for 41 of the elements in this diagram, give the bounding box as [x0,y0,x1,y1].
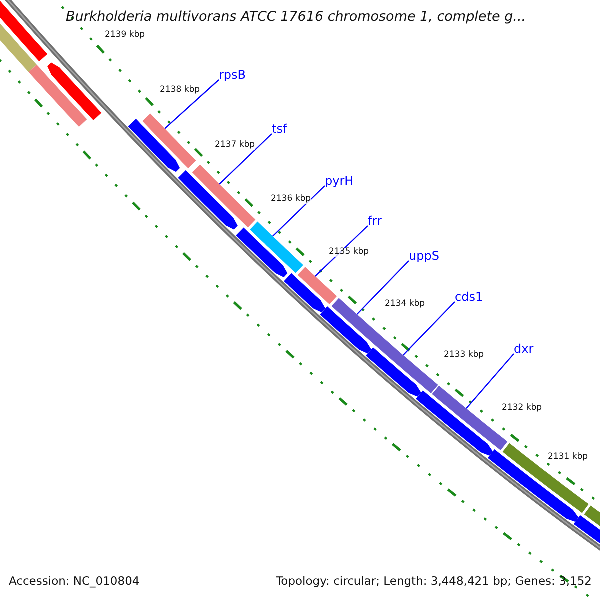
tick-label: 2139 kbp [105,31,146,40]
leader-line [272,186,326,237]
gene-label: pyrH [325,175,354,187]
pointed-gene-bar [48,62,102,120]
tick-label: 2136 kbp [271,195,312,204]
pointed-gene-bar [128,119,180,172]
pointed-gene-bar [284,273,326,313]
tick-label: 2132 kbp [502,404,542,412]
leader-line [402,302,456,356]
gene-feature-bar [298,267,338,304]
gene-label: frr [368,215,382,227]
gene-feature-bar [28,64,88,127]
pointed-gene-bar [236,228,288,278]
tick-label: 2131 kbp [548,453,588,462]
leader-line [466,354,514,409]
gene-feature-bar [332,298,438,394]
pointed-gene-bar [366,348,422,397]
gene-feature-bar [192,164,256,228]
leader-line [164,80,220,130]
gene-label: dxr [514,343,534,355]
pointed-gene-bar [320,306,372,354]
gene-label: uppS [409,250,440,262]
gene-feature-bar [502,443,589,514]
gene-label: tsf [272,123,288,135]
tick-label: 2134 kbp [385,300,426,308]
tick-label: 2137 kbp [215,141,256,150]
gene-label: cds1 [455,291,484,303]
gene-feature-bar [250,222,304,274]
pointed-gene-bar [416,390,493,456]
tick-label: 2133 kbp [444,351,484,360]
title: Burkholderia multivorans ATCC 17616 chromosome 1, complete g... [66,11,526,24]
genome-info-text: Topology: circular; Length: 3,448,421 bp; Genes: 3,152 [276,576,592,588]
gene-label: rpsB [219,69,246,81]
leader-line [356,260,410,315]
tick-label: 2138 kbp [160,86,200,94]
tick-label: 2135 kbp [329,248,370,256]
gene-feature-bar [0,0,48,62]
pointed-gene-bar [178,170,238,230]
leader-line [219,134,272,185]
accession-text: Accession: NC_010804 [9,576,140,588]
gene-feature-bar [142,114,196,168]
